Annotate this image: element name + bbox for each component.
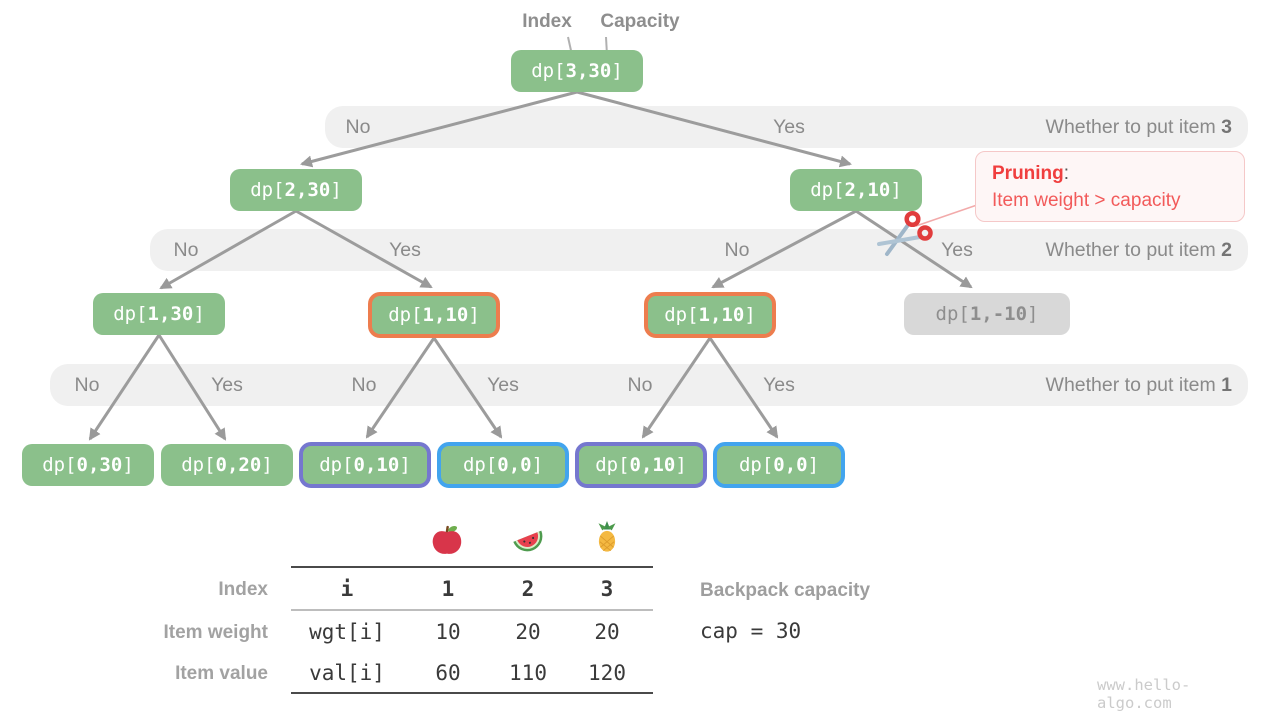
backpack-capacity-value: cap = 30 <box>700 619 802 643</box>
choice-label: Yes <box>763 374 795 396</box>
table-cell: 20 <box>594 620 620 644</box>
scissors-icon <box>877 210 933 256</box>
node-dp-0-0-highlight-blue: dp[0,0] <box>713 442 845 488</box>
table-row-label-index: Index <box>218 579 268 600</box>
node-label: dp[1,-10] <box>935 303 1039 325</box>
decision-band-item-3: No Yes Whether to put item 3 <box>325 106 1248 148</box>
decision-band-item-1: No Yes No Yes No Yes Whether to put item… <box>50 364 1248 406</box>
table-rule-bottom <box>291 692 653 694</box>
choice-label: No <box>345 116 371 138</box>
table-cell: 60 <box>435 661 461 685</box>
table-row-label-value: Item value <box>175 663 268 684</box>
node-label: dp[1,30] <box>113 303 205 325</box>
choice-label: Yes <box>389 239 421 261</box>
pruning-callout: Pruning: Item weight > capacity <box>975 151 1245 222</box>
node-dp-0-10-highlight-purple: dp[0,10] <box>575 442 707 488</box>
choice-label: Yes <box>487 374 519 396</box>
choice-label: Yes <box>773 116 805 138</box>
node-label: dp[0,10] <box>595 454 687 476</box>
choice-label: No <box>627 374 653 396</box>
node-dp-2-30: dp[2,30] <box>230 169 362 211</box>
node-dp-0-20: dp[0,20] <box>161 444 293 486</box>
node-label: dp[0,10] <box>319 454 411 476</box>
table-cell: 10 <box>435 620 461 644</box>
node-label: dp[1,10] <box>664 304 756 326</box>
node-dp-0-0-highlight-blue: dp[0,0] <box>437 442 569 488</box>
node-dp-2-10: dp[2,10] <box>790 169 922 211</box>
decision-band-item-2: No Yes No Yes Whether to put item 2 <box>150 229 1248 271</box>
table-cell: wgt[i] <box>309 620 385 644</box>
band-question: Whether to put item 2 <box>1045 239 1232 261</box>
table-cell: i <box>340 577 354 601</box>
node-dp-1-10-highlight-orange: dp[1,10] <box>368 292 500 338</box>
choice-label: No <box>724 239 750 261</box>
node-label: dp[0,0] <box>738 454 820 476</box>
table-cell: 3 <box>600 577 614 601</box>
node-label: dp[0,0] <box>462 454 544 476</box>
band-question: Whether to put item 1 <box>1045 374 1232 396</box>
table-cell: val[i] <box>309 661 385 685</box>
pruning-description: Item weight > capacity <box>992 190 1181 211</box>
node-dp-1-10-highlight-orange: dp[1,10] <box>644 292 776 338</box>
node-label: dp[2,10] <box>810 179 902 201</box>
node-dp-1-neg10-pruned: dp[1,-10] <box>904 293 1070 335</box>
table-cell: 2 <box>521 577 535 601</box>
node-dp-0-30: dp[0,30] <box>22 444 154 486</box>
node-label: dp[0,30] <box>42 454 134 476</box>
choice-label: No <box>351 374 377 396</box>
node-dp-1-30: dp[1,30] <box>93 293 225 335</box>
watermelon-icon <box>513 530 543 552</box>
table-rule-middle <box>291 609 653 611</box>
table-cell: 20 <box>515 620 541 644</box>
table-rule-top <box>291 566 653 568</box>
node-dp-0-10-highlight-purple: dp[0,10] <box>299 442 431 488</box>
table-cell: 110 <box>509 661 547 685</box>
node-label: dp[1,10] <box>388 304 480 326</box>
node-label: dp[3,30] <box>531 60 623 82</box>
index-pointer-label: Index <box>522 11 572 32</box>
watermark: www.hello-algo.com <box>1097 676 1191 712</box>
node-dp-3-30: dp[3,30] <box>511 50 643 92</box>
node-label: dp[2,30] <box>250 179 342 201</box>
apple-icon <box>432 525 462 554</box>
pineapple-icon <box>598 520 616 552</box>
choice-label: No <box>173 239 199 261</box>
capacity-pointer-label: Capacity <box>600 11 680 32</box>
backpack-capacity-label: Backpack capacity <box>700 580 871 601</box>
table-cell: 120 <box>588 661 626 685</box>
choice-label: No <box>74 374 100 396</box>
table-cell: 1 <box>441 577 455 601</box>
node-label: dp[0,20] <box>181 454 273 476</box>
choice-label: Yes <box>941 239 973 261</box>
band-question: Whether to put item 3 <box>1045 116 1232 138</box>
pruning-title: Pruning <box>992 163 1064 184</box>
choice-label: Yes <box>211 374 243 396</box>
table-row-label-weight: Item weight <box>163 622 268 643</box>
